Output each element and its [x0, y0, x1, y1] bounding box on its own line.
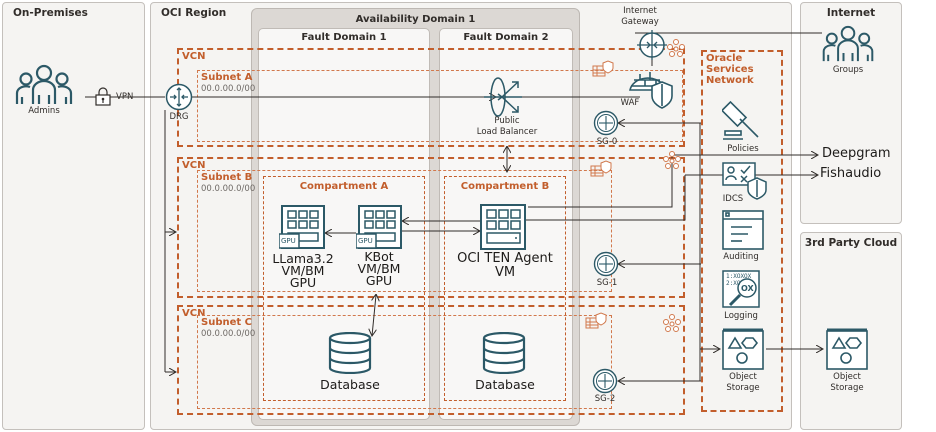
sg0-router-icon	[593, 110, 619, 136]
logging-icon: 1:XOXOX 2:XO OX	[722, 270, 760, 308]
kbot-gpu-vm-icon	[356, 205, 402, 249]
waf-icon	[629, 72, 673, 109]
subnet-c-cidr: 00.0.00.0/00	[201, 329, 256, 339]
admins-icon	[15, 64, 73, 104]
fishaudio-label: Fishaudio	[820, 166, 882, 181]
load-balancer-label-1: Public	[494, 116, 520, 126]
auditing-label: Auditing	[723, 252, 759, 262]
compartment-a: Compartment A	[263, 176, 425, 401]
database-b-icon	[482, 332, 526, 374]
osn-title-line-2: Services	[706, 64, 754, 75]
llama-label-2: VM/BM	[281, 263, 325, 278]
kbot-gpu-badge: GPU	[358, 237, 373, 245]
third-party-cloud-title: 3rd Party Cloud	[804, 237, 898, 249]
sg2-label: SG-2	[594, 394, 616, 404]
osn-title-line-3: Network	[706, 75, 754, 86]
drg-label: DRG	[169, 112, 189, 122]
compartment-b-title: Compartment B	[460, 181, 550, 192]
subnet-b-label: Subnet B	[201, 172, 253, 183]
security-list-icon-c	[585, 312, 607, 329]
vcn-b-label: VCN	[182, 160, 206, 171]
object-storage-oci-label-1: Object	[729, 372, 757, 382]
compartment-b: Compartment B	[444, 176, 566, 401]
vcn-b: VCN	[177, 157, 685, 298]
ten-agent-label-2: VM	[494, 265, 516, 280]
sg2-router-icon	[592, 368, 618, 394]
security-list-icon-b	[590, 160, 612, 177]
object-storage-3p-label-2: Storage	[830, 383, 864, 393]
internet-gateway-icon	[637, 30, 667, 60]
database-a-label: Database	[320, 377, 380, 392]
kbot-label-3: GPU	[365, 273, 393, 288]
fault-domain-2-title: Fault Domain 2	[463, 32, 549, 43]
svg-text:OX: OX	[741, 284, 755, 293]
llama-label-3: GPU	[289, 275, 317, 290]
groups-icon	[822, 25, 874, 62]
deepgram-label: Deepgram	[822, 146, 891, 161]
sg1-router-icon	[593, 251, 619, 277]
vcn-a-label: VCN	[182, 51, 206, 62]
subnet-a-label: Subnet A	[201, 72, 253, 83]
vcn-network-icon-b	[663, 151, 681, 169]
logging-label: Logging	[724, 311, 758, 321]
subnet-c: Subnet C 00.0.00.0/00	[197, 315, 612, 409]
llama-gpu-badge: GPU	[281, 237, 296, 245]
availability-domain-title: Availability Domain 1	[355, 14, 476, 25]
internet-gateway-label-1: Internet	[623, 6, 657, 16]
admins-label: Admins	[28, 106, 60, 116]
database-a-icon	[328, 332, 372, 374]
object-storage-3p-label-1: Object	[833, 372, 861, 382]
idcs-label: IDCS	[722, 194, 744, 204]
subnet-a: Subnet A 00.0.00.0/00	[197, 70, 683, 142]
logging-glyph-2: 2:XO	[726, 280, 741, 287]
auditing-icon	[722, 210, 764, 250]
object-storage-oci-label-2: Storage	[726, 383, 760, 393]
fault-domain-1-title: Fault Domain 1	[301, 32, 387, 43]
oci-region-title: OCI Region	[161, 7, 227, 19]
kbot-label-2: VM/BM	[357, 261, 401, 276]
vcn-c-label: VCN	[182, 308, 206, 319]
idcs-icon	[722, 162, 767, 200]
load-balancer-icon	[484, 77, 522, 117]
policies-label: Policies	[727, 144, 759, 154]
compartment-a-title: Compartment A	[299, 181, 389, 192]
vcn-network-icon	[667, 39, 685, 57]
waf-label: WAF	[620, 98, 640, 108]
sg1-label: SG-1	[596, 278, 618, 288]
vpn-label: VPN	[116, 92, 134, 102]
subnet-b-cidr: 00.0.00.0/00	[201, 184, 256, 194]
load-balancer-label-2: Load Balancer	[476, 127, 538, 137]
internet-title: Internet	[826, 7, 876, 19]
vpn-lock-icon	[95, 87, 111, 106]
groups-label: Groups	[832, 65, 864, 75]
vcn-c: VCN	[177, 305, 685, 415]
osn-title-line-1: Oracle	[706, 53, 743, 64]
object-storage-3p-icon	[826, 328, 868, 370]
subnet-b: Subnet B 00.0.00.0/00	[197, 170, 612, 292]
security-list-icon-a	[592, 60, 614, 77]
oracle-services-network: Oracle Services Network	[701, 50, 783, 412]
policies-gavel-icon	[722, 100, 759, 140]
on-premises-title: On-Premises	[13, 7, 88, 19]
subnet-c-label: Subnet C	[201, 317, 252, 328]
kbot-label-1: KBot	[364, 249, 394, 264]
database-b-label: Database	[475, 377, 535, 392]
wire-agent-fishaudio	[525, 175, 686, 221]
ten-agent-vm-icon	[480, 204, 526, 250]
logging-glyph-1: 1:XOXOX	[726, 273, 752, 280]
ten-agent-label-1: OCI TEN Agent	[457, 251, 553, 266]
object-storage-oci-icon	[722, 328, 764, 370]
sg0-label: SG-0	[596, 137, 618, 147]
llama-label-1: LLama3.2	[272, 251, 334, 266]
subnet-a-cidr: 00.0.00.0/00	[201, 84, 256, 94]
internet-gateway-label-2: Gateway	[621, 17, 659, 27]
wire-agent-deepgram	[528, 155, 673, 208]
vcn-network-icon-c	[663, 314, 681, 332]
drg-router-icon	[165, 83, 193, 111]
llama-gpu-vm-icon	[279, 205, 325, 249]
wire-kbot-db	[372, 295, 376, 336]
